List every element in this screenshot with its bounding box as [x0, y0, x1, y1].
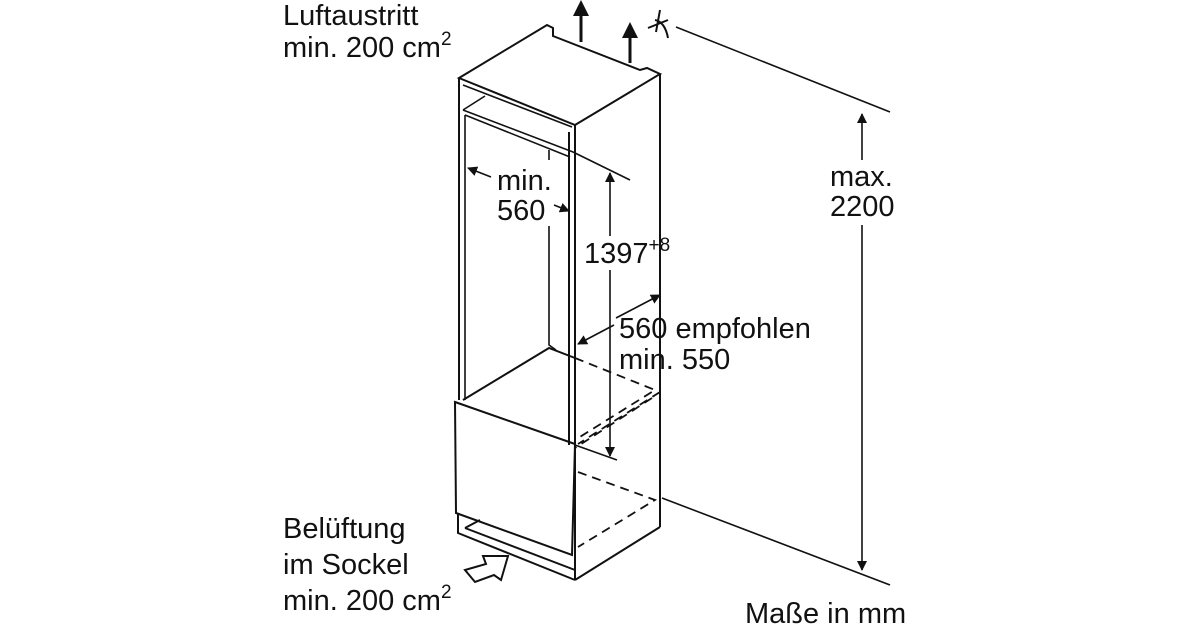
ventilation-label-2: im Sockel	[283, 549, 409, 581]
ventilation-arrow-icon	[463, 555, 510, 584]
air-outlet-label: Luftaustritt	[283, 0, 418, 32]
max-height-dimension	[661, 26, 891, 586]
niche-height-dimension	[572, 151, 631, 461]
width-dimension-arrows	[467, 166, 570, 213]
ventilation-min-label: min. 200 cm2	[283, 582, 452, 617]
niche-width-min-label: min.	[497, 165, 552, 197]
air-outlet-arrows	[573, 0, 638, 63]
ventilation-label-1: Belüftung	[283, 513, 406, 545]
depth-recommended-label: 560 empfohlen	[619, 313, 811, 345]
units-label: Maße in mm	[745, 598, 906, 630]
max-height-value: 2200	[830, 191, 895, 223]
max-height-label: max.	[830, 161, 893, 193]
air-outlet-min-label: min. 200 cm2	[283, 29, 452, 64]
depth-min-label: min. 550	[619, 344, 730, 376]
tilt-symbol-icon	[647, 9, 669, 39]
niche-height-value: 1397+8	[584, 235, 670, 270]
niche-width-value: 560	[497, 195, 545, 227]
cabinet-outline	[453, 23, 663, 581]
depth-dimension	[577, 294, 661, 345]
